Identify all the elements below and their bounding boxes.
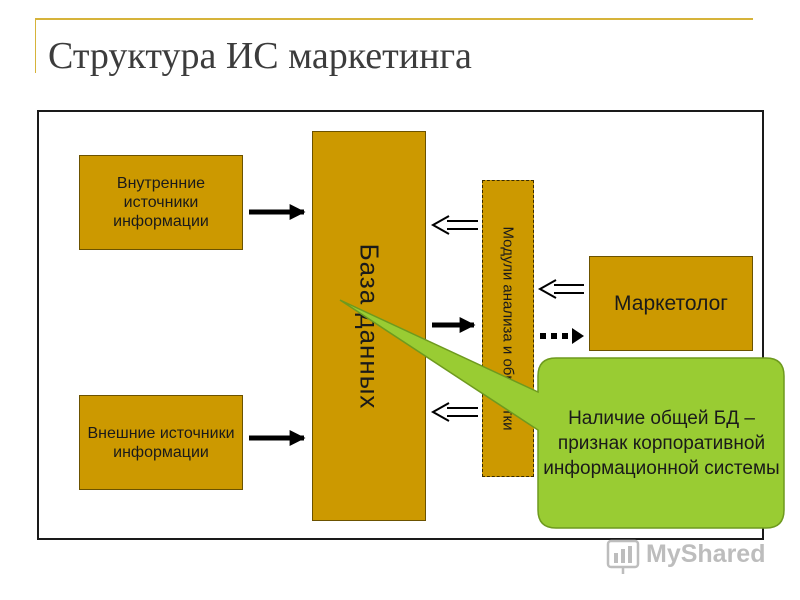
myshared-logo-icon bbox=[606, 539, 640, 574]
diagram-frame bbox=[37, 110, 764, 540]
title-accent-line bbox=[35, 18, 36, 73]
database-box: База данных bbox=[312, 131, 426, 521]
internal-sources-box: Внутренние источники информации bbox=[79, 155, 243, 250]
double-arrow-modules-to-db-top bbox=[430, 215, 478, 235]
external-sources-box: Внешние источники информации bbox=[79, 395, 243, 490]
double-arrow-modules-to-db-bottom bbox=[430, 402, 478, 422]
title-underline bbox=[35, 18, 753, 20]
dashed-arrow-head bbox=[572, 328, 584, 344]
myshared-watermark: MyShared bbox=[646, 540, 766, 568]
callout-text: Наличие общей БД – признак корпоративной… bbox=[543, 407, 780, 479]
double-arrow-marketer-to-modules bbox=[537, 279, 584, 299]
slide-title: Структура ИС маркетинга bbox=[48, 35, 472, 77]
callout-bubble bbox=[339, 299, 785, 529]
marketer-box: Маркетолог bbox=[589, 256, 753, 351]
marketer-label: Маркетолог bbox=[614, 292, 728, 315]
internal-sources-label: Внутренние источники информации bbox=[113, 175, 209, 230]
external-sources-label: Внешние источники информации bbox=[87, 424, 235, 461]
analysis-modules-box: Модули анализа и обработки bbox=[482, 180, 534, 477]
